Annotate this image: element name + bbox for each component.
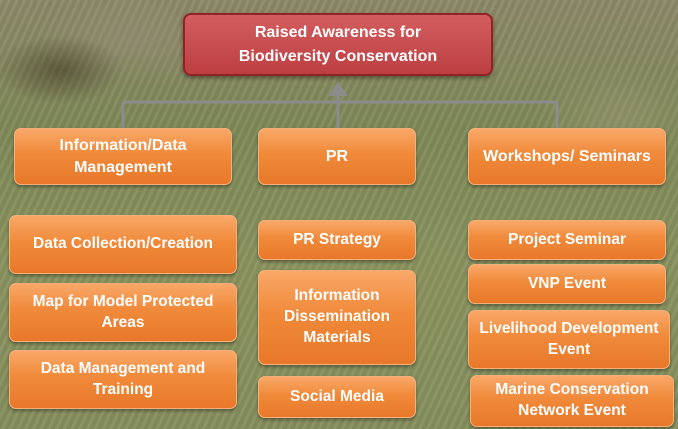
item-data-collection-creation: Data Collection/Creation <box>9 215 237 274</box>
item-project-seminar: Project Seminar <box>468 220 666 260</box>
heading-information-data-management: Information/Data Management <box>14 128 232 185</box>
item-marine-conservation-network-event: Marine Conservation Network Event <box>470 375 674 427</box>
item-map-for-model-protected-areas: Map for Model Protected Areas <box>9 283 237 342</box>
heading-workshops-seminars: Workshops/ Seminars <box>468 128 666 185</box>
item-pr-strategy: PR Strategy <box>258 220 416 260</box>
root-goal-line2: Biodiversity Conservation <box>238 47 438 65</box>
root-goal-box: Raised Awareness for Biodiversity Conser… <box>183 13 493 76</box>
item-vnp-event: VNP Event <box>468 264 666 304</box>
item-social-media: Social Media <box>258 376 416 418</box>
item-livelihood-development-event: Livelihood Development Event <box>468 310 670 369</box>
arrow-head-icon <box>328 82 348 96</box>
item-information-dissemination-materials: Information Dissemination Materials <box>258 270 416 365</box>
item-data-management-and-training: Data Management and Training <box>9 350 237 409</box>
root-goal-line1: Raised Awareness for <box>254 24 422 42</box>
heading-pr: PR <box>258 128 416 185</box>
